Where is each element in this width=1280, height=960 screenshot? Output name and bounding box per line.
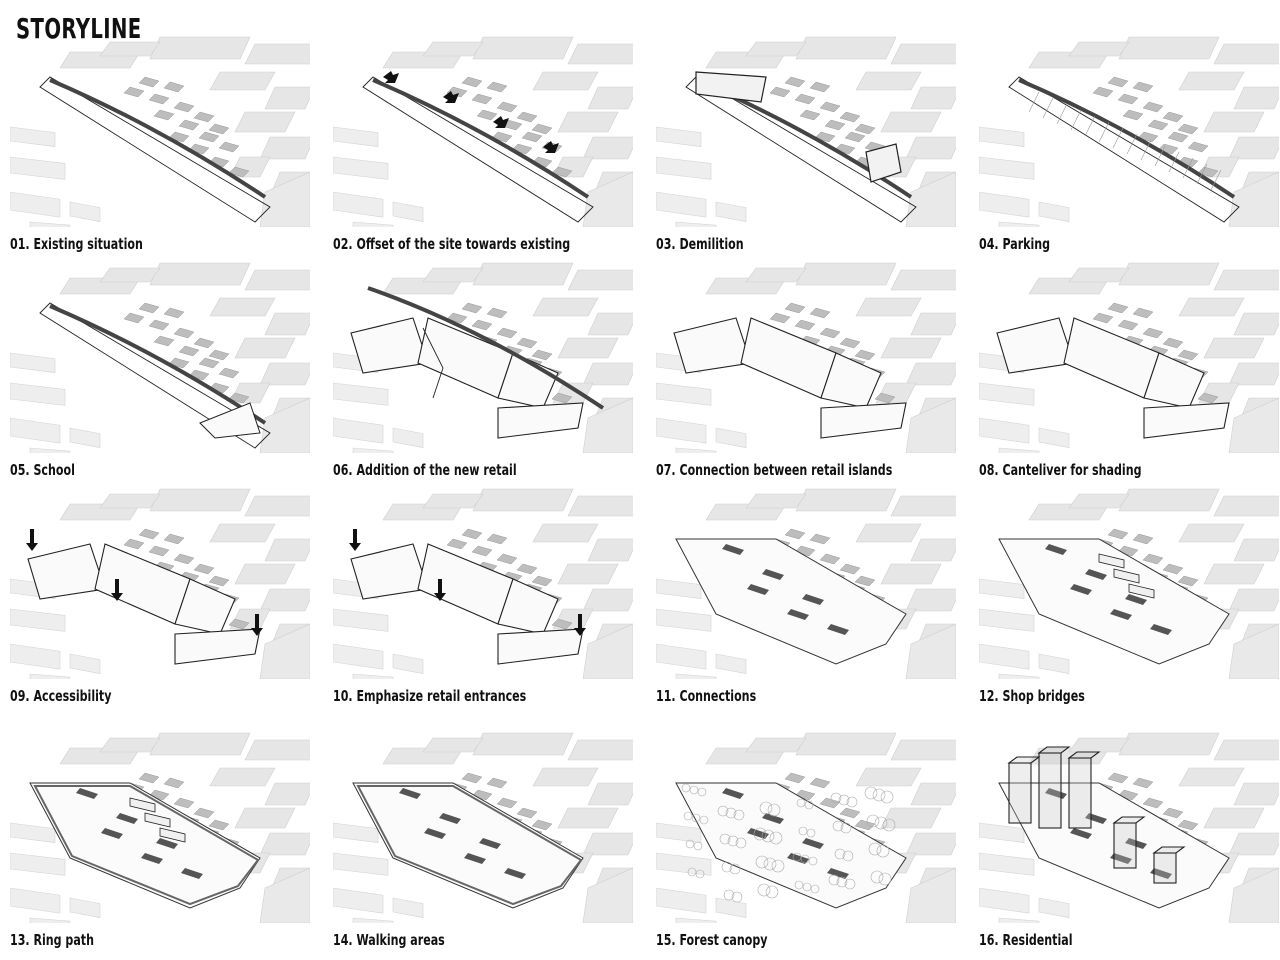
storyline-panel: 13. Ring path [10,728,310,949]
axonometric-diagram [656,488,956,679]
panel-caption: 04. Parking [979,235,1051,253]
axonometric-diagram [10,732,310,923]
axonometric-diagram [979,732,1279,923]
panel-caption: 16. Residential [979,931,1073,949]
panel-caption: 10. Emphasize retail entrances [333,687,527,705]
panel-caption: 09. Accessibility [10,687,112,705]
storyline-panel: 02. Offset of the site towards existing [333,32,633,253]
panel-caption: 12. Shop bridges [979,687,1085,705]
axonometric-diagram [656,262,956,453]
panel-caption: 15. Forest canopy [656,931,768,949]
axonometric-diagram [10,262,310,453]
storyline-panel: 06. Addition of the new retail [333,258,633,479]
panel-caption: 08. Canteliver for shading [979,461,1142,479]
axonometric-diagram [656,36,956,227]
storyline-panel: 10. Emphasize retail entrances [333,484,633,705]
panel-caption: 07. Connection between retail islands [656,461,893,479]
panel-caption: 14. Walking areas [333,931,445,949]
axonometric-diagram [333,732,633,923]
axonometric-diagram [979,36,1279,227]
panel-caption: 02. Offset of the site towards existing [333,235,571,253]
storyline-panel: 16. Residential [979,728,1279,949]
axonometric-diagram [979,488,1279,679]
storyline-panel: 11. Connections [656,484,956,705]
storyline-panel: 01. Existing situation [10,32,310,253]
page-title: STORYLINE [16,12,142,45]
panel-caption: 03. Demilition [656,235,744,253]
panel-caption: 01. Existing situation [10,235,143,253]
axonometric-diagram [333,262,633,453]
storyline-panel: 05. School [10,258,310,479]
storyline-panel: 09. Accessibility [10,484,310,705]
axonometric-diagram [333,488,633,679]
panel-caption: 11. Connections [656,687,757,705]
panel-caption: 13. Ring path [10,931,94,949]
storyline-panel: 15. Forest canopy [656,728,956,949]
storyline-panel: 04. Parking [979,32,1279,253]
axonometric-diagram [10,36,310,227]
storyline-panel: 12. Shop bridges [979,484,1279,705]
storyline-panel: 07. Connection between retail islands [656,258,956,479]
axonometric-diagram [979,262,1279,453]
panel-caption: 05. School [10,461,75,479]
panel-caption: 06. Addition of the new retail [333,461,517,479]
storyline-panel: 14. Walking areas [333,728,633,949]
storyline-panel: 08. Canteliver for shading [979,258,1279,479]
axonometric-diagram [656,732,956,923]
axonometric-diagram [333,36,633,227]
storyline-panel: 03. Demilition [656,32,956,253]
axonometric-diagram [10,488,310,679]
